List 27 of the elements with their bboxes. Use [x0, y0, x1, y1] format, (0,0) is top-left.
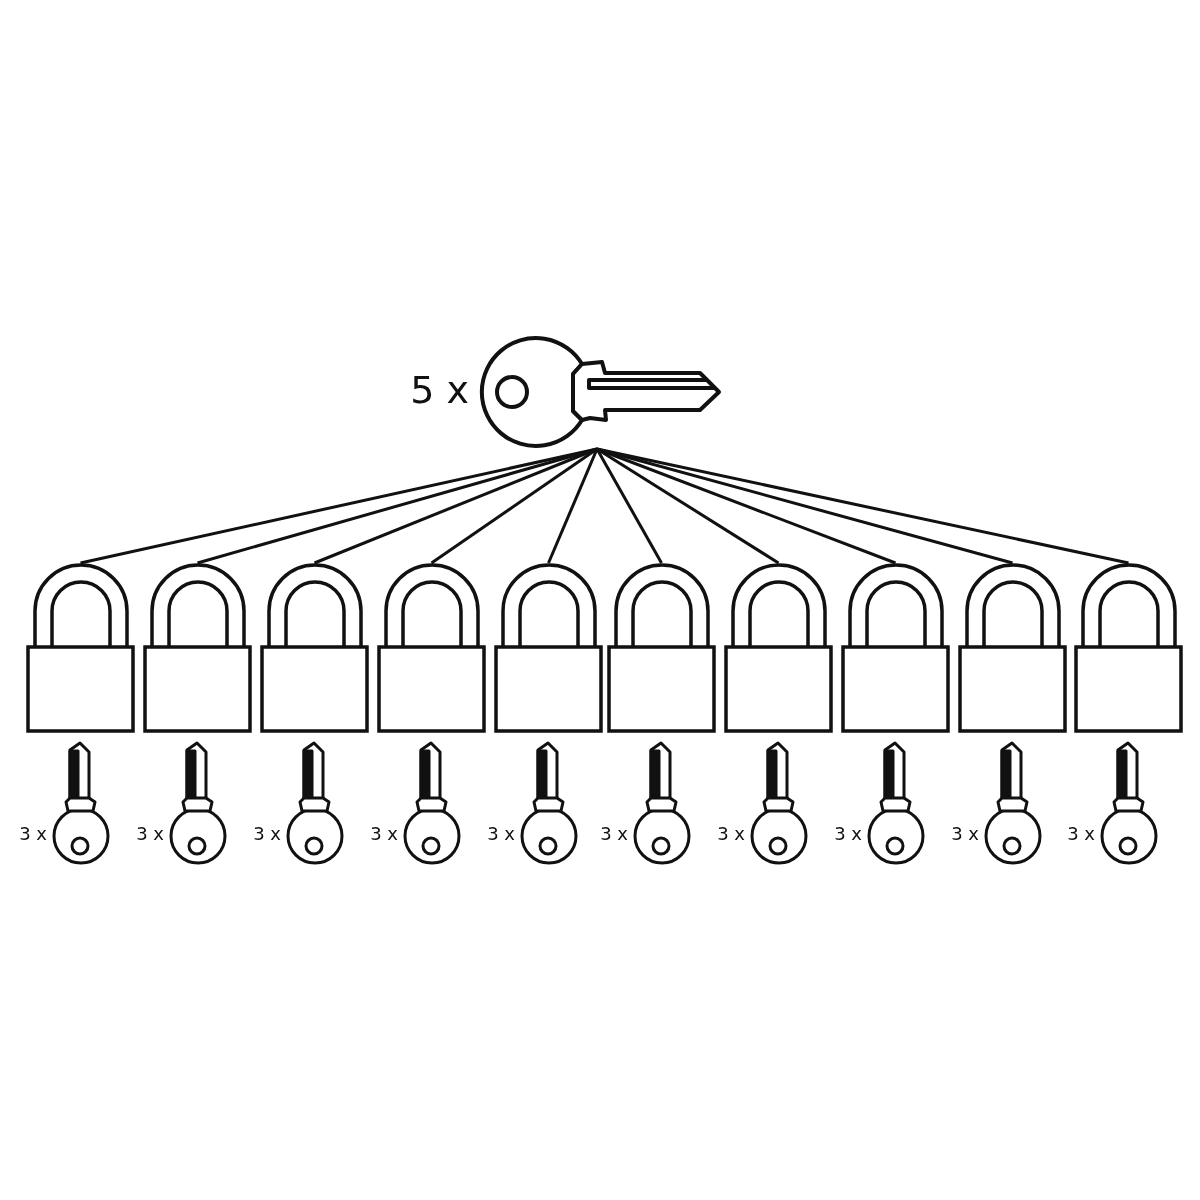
- padlock-drawing: [377, 563, 486, 734]
- connector-line: [596, 447, 1129, 565]
- quantity-label: 5 x: [410, 369, 469, 413]
- key-drawing: [479, 335, 724, 449]
- padlock-drawing: [26, 563, 135, 734]
- connector-line: [430, 447, 598, 565]
- quantity-label: 3 x: [600, 824, 628, 845]
- padlock-drawing: [1074, 563, 1183, 734]
- quantity-label: 3 x: [370, 824, 398, 845]
- padlock-drawing: [841, 563, 950, 734]
- quantity-label: 3 x: [136, 824, 164, 845]
- padlock-drawing: [724, 563, 833, 734]
- quantity-label: 3 x: [717, 824, 745, 845]
- connector-line: [313, 447, 598, 565]
- quantity-label: 3 x: [951, 824, 979, 845]
- padlock-drawing: [143, 563, 252, 734]
- padlock-drawing: [607, 563, 716, 734]
- quantity-label: 3 x: [253, 824, 281, 845]
- quantity-label: 3 x: [1067, 824, 1095, 845]
- connector-line: [595, 448, 663, 564]
- quantity-label: 3 x: [834, 824, 862, 845]
- quantity-label: 3 x: [487, 824, 515, 845]
- padlock-drawing: [260, 563, 369, 734]
- connector-line: [547, 448, 599, 564]
- quantity-label: 3 x: [19, 824, 47, 845]
- padlock-drawing: [494, 563, 603, 734]
- padlock-drawing: [958, 563, 1067, 734]
